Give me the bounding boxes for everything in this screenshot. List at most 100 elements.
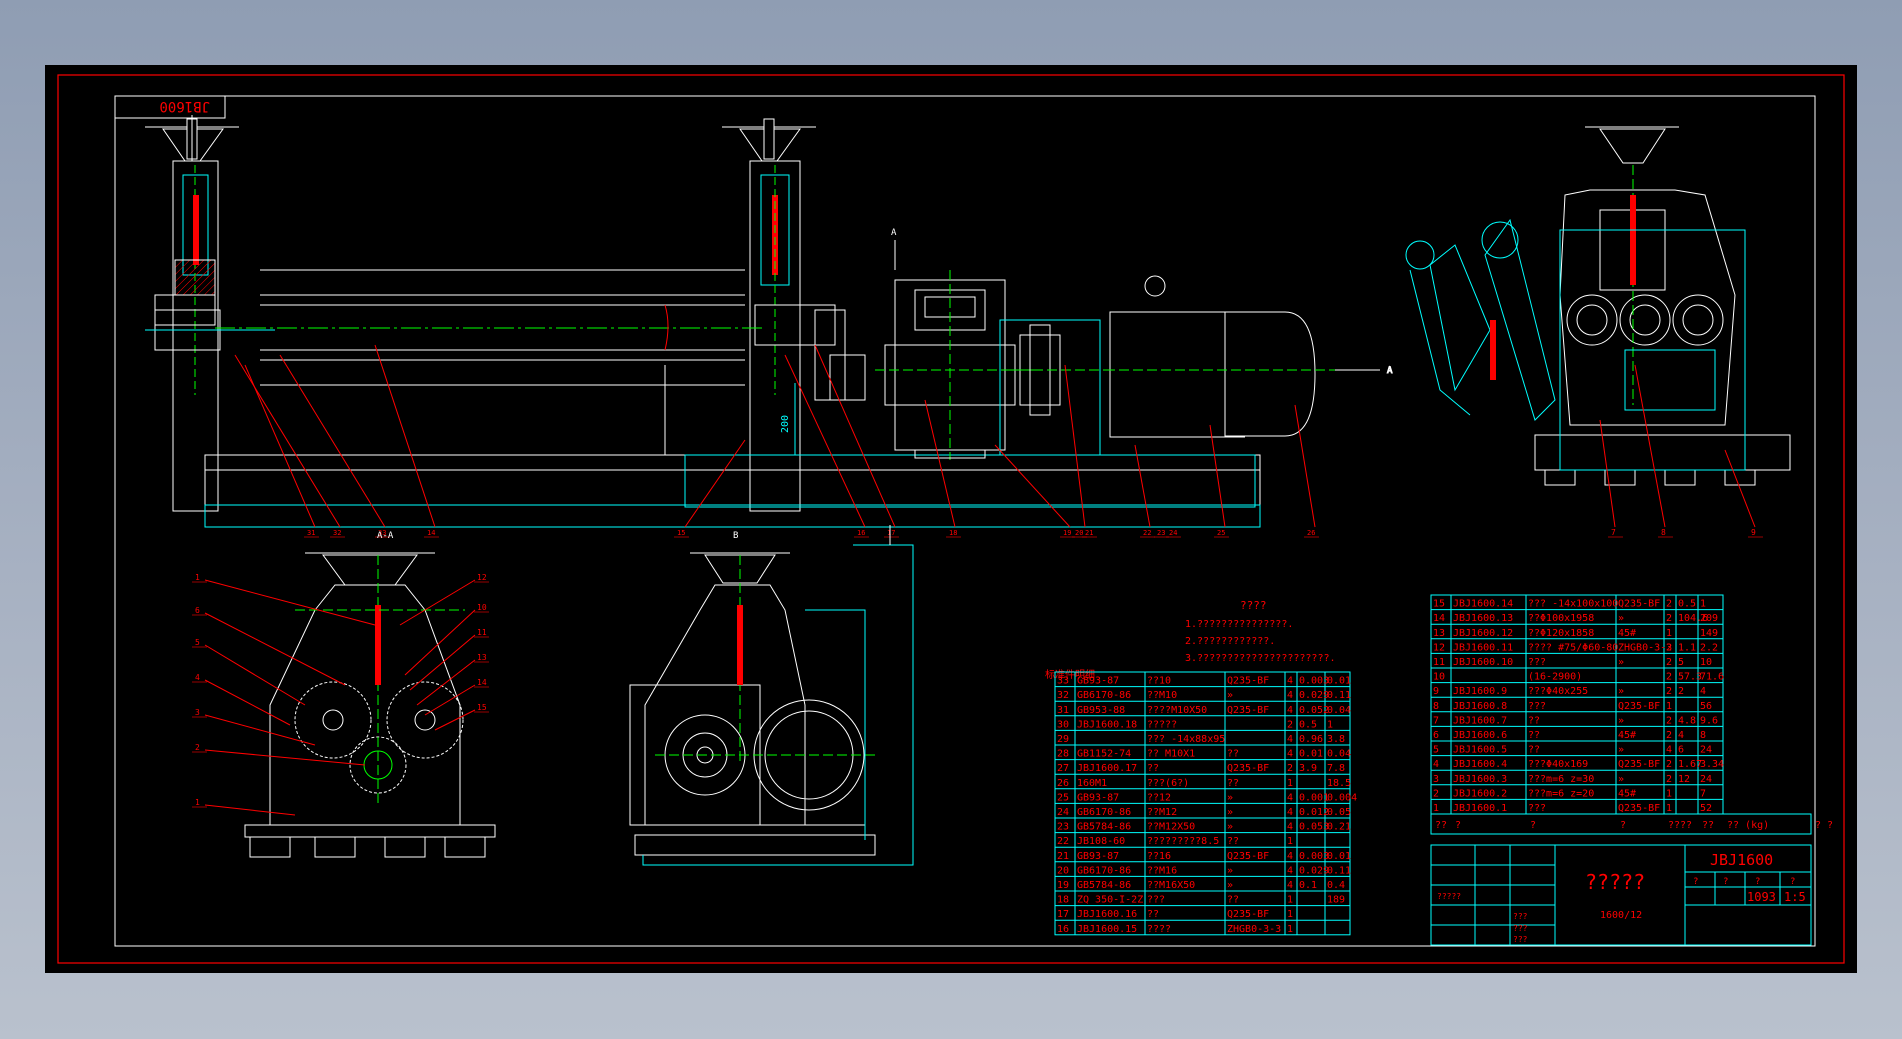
title-block-sub: 1600/12 xyxy=(1600,910,1642,921)
bom-cell: 32 xyxy=(1057,690,1069,701)
bom-cell: ?? xyxy=(1147,909,1159,920)
bom-cell: 1 xyxy=(1287,924,1293,935)
bom-cell: » xyxy=(1618,613,1624,624)
title-block-name: ????? xyxy=(1585,870,1645,894)
bom-cell: ??16 xyxy=(1147,851,1171,862)
bom-cell: 4 xyxy=(1287,705,1293,716)
bom-cell: 0.05 xyxy=(1327,807,1351,818)
bom-cell: 71.6 xyxy=(1700,672,1724,683)
bom-cell: 4 xyxy=(1433,759,1439,770)
bom-cell: 52 xyxy=(1700,803,1712,814)
part-balloon: 11 xyxy=(477,628,487,637)
bom-cell: 4 xyxy=(1666,745,1672,756)
sign-row-2: ??? xyxy=(1513,912,1528,921)
bom-cell: JBJ1600.8 xyxy=(1453,701,1507,712)
bom-cell: GB93-87 xyxy=(1077,792,1119,803)
bom-cell: ??M16 xyxy=(1147,865,1177,876)
bom-header-cell: ?? xyxy=(1435,820,1447,831)
bom-cell: JBJ1600.18 xyxy=(1077,719,1137,730)
bom-cell: Q235-BF xyxy=(1227,676,1269,687)
bom-header-cell: ? xyxy=(1620,820,1626,831)
bom-cell: 1 xyxy=(1287,909,1293,920)
bom-cell: » xyxy=(1227,880,1233,891)
inner-border xyxy=(114,95,1816,947)
bom-cell: GB5784-86 xyxy=(1077,880,1131,891)
bom-cell: GB6170-86 xyxy=(1077,690,1131,701)
bom-cell: 0.052 xyxy=(1299,705,1329,716)
bom-cell: 18.5 xyxy=(1327,778,1351,789)
bom-cell: ??Φ120x1858 xyxy=(1528,628,1594,639)
bom-cell: ??M12X50 xyxy=(1147,822,1195,833)
bom-cell: 0.004 xyxy=(1327,792,1357,803)
coupling xyxy=(999,319,1115,456)
note-line-2: 2.????????????. xyxy=(1185,636,1275,647)
bom-cell: 9.6 xyxy=(1700,715,1718,726)
bom-cell: 1 xyxy=(1433,803,1439,814)
bom-cell: 8 xyxy=(1433,701,1439,712)
bom-cell: 7.8 xyxy=(1327,763,1345,774)
bom-cell: ????M10X50 xyxy=(1147,705,1207,716)
bom-cell: 45# xyxy=(1618,788,1636,799)
bom-cell: 1 xyxy=(1666,701,1672,712)
bom-cell: » xyxy=(1227,792,1233,803)
bom-cell: GB953-88 xyxy=(1077,705,1125,716)
bom-cell: 0.053 xyxy=(1299,822,1329,833)
bom-cell: 1.67 xyxy=(1678,759,1702,770)
bom-cell: ??Φ100x1958 xyxy=(1528,613,1594,624)
reducer xyxy=(875,270,1035,460)
bom-cell: » xyxy=(1227,822,1233,833)
bom-cell: GB93-87 xyxy=(1077,676,1119,687)
bom-cell: 4 xyxy=(1287,690,1293,701)
bom-cell: 12 xyxy=(1433,642,1445,653)
bom-cell: ???(6?) xyxy=(1147,778,1189,789)
bom-cell: ??M16X50 xyxy=(1147,880,1195,891)
bom-cell: Q235-BF xyxy=(1618,759,1660,770)
part-balloon: 14 xyxy=(427,529,435,537)
bom-cell: ?? xyxy=(1227,778,1239,789)
bom-cell: ?? xyxy=(1528,730,1540,741)
part-balloon: 22 xyxy=(1143,529,1151,537)
bom-cell: 2 xyxy=(1666,715,1672,726)
drawing-code-text: JB1600 xyxy=(159,98,210,114)
bom-cell: 3.9 xyxy=(1299,763,1317,774)
bom-cell: 0.04 xyxy=(1327,749,1351,760)
bom-cell: 149 xyxy=(1700,628,1718,639)
part-balloon: 32 xyxy=(333,529,341,537)
bom-cell: GB6170-86 xyxy=(1077,807,1131,818)
cad-viewport[interactable]: JB1600 xyxy=(45,65,1857,973)
bom-cell: ??M10 xyxy=(1147,690,1177,701)
bom-cell: 4 xyxy=(1287,792,1293,803)
bom-cell: ??? xyxy=(1528,803,1546,814)
part-balloon: 13 xyxy=(477,653,487,662)
part-balloon: 15 xyxy=(677,529,685,537)
bom-cell: ???m=6 z=20 xyxy=(1528,788,1594,799)
svg-text:A: A xyxy=(1387,366,1393,376)
bom-cell: » xyxy=(1227,690,1233,701)
bom-cell: 3.34 xyxy=(1700,759,1724,770)
bom-cell: 0.012 xyxy=(1299,807,1329,818)
bom-cell: 30 xyxy=(1057,719,1069,730)
bom-cell: GB6170-86 xyxy=(1077,865,1131,876)
bom-cell: 23 xyxy=(1057,822,1069,833)
part-balloon: 6 xyxy=(195,606,200,615)
bom-cell: 2 xyxy=(1678,686,1684,697)
svg-text:A: A xyxy=(891,228,897,238)
bom-cell: 8 xyxy=(1700,730,1706,741)
bom-header-cell: ?? xyxy=(1702,820,1714,831)
bom-cell: 0.11 xyxy=(1327,865,1351,876)
bom-cell: JBJ1600.16 xyxy=(1077,909,1137,920)
bom-cell: 0.029 xyxy=(1299,865,1329,876)
dimension-200: 200 xyxy=(780,383,796,455)
bom-cell: 0.003 xyxy=(1299,676,1329,687)
section-b-view: B xyxy=(629,525,914,866)
sheet-cell-2: ? xyxy=(1723,877,1728,887)
outer-border xyxy=(57,74,1845,964)
bom-cell: 189 xyxy=(1327,895,1345,906)
bom-cell: 29 xyxy=(1057,734,1069,745)
bom-header-cell: ? xyxy=(1455,820,1461,831)
bom-cell: ???? xyxy=(1147,924,1171,935)
